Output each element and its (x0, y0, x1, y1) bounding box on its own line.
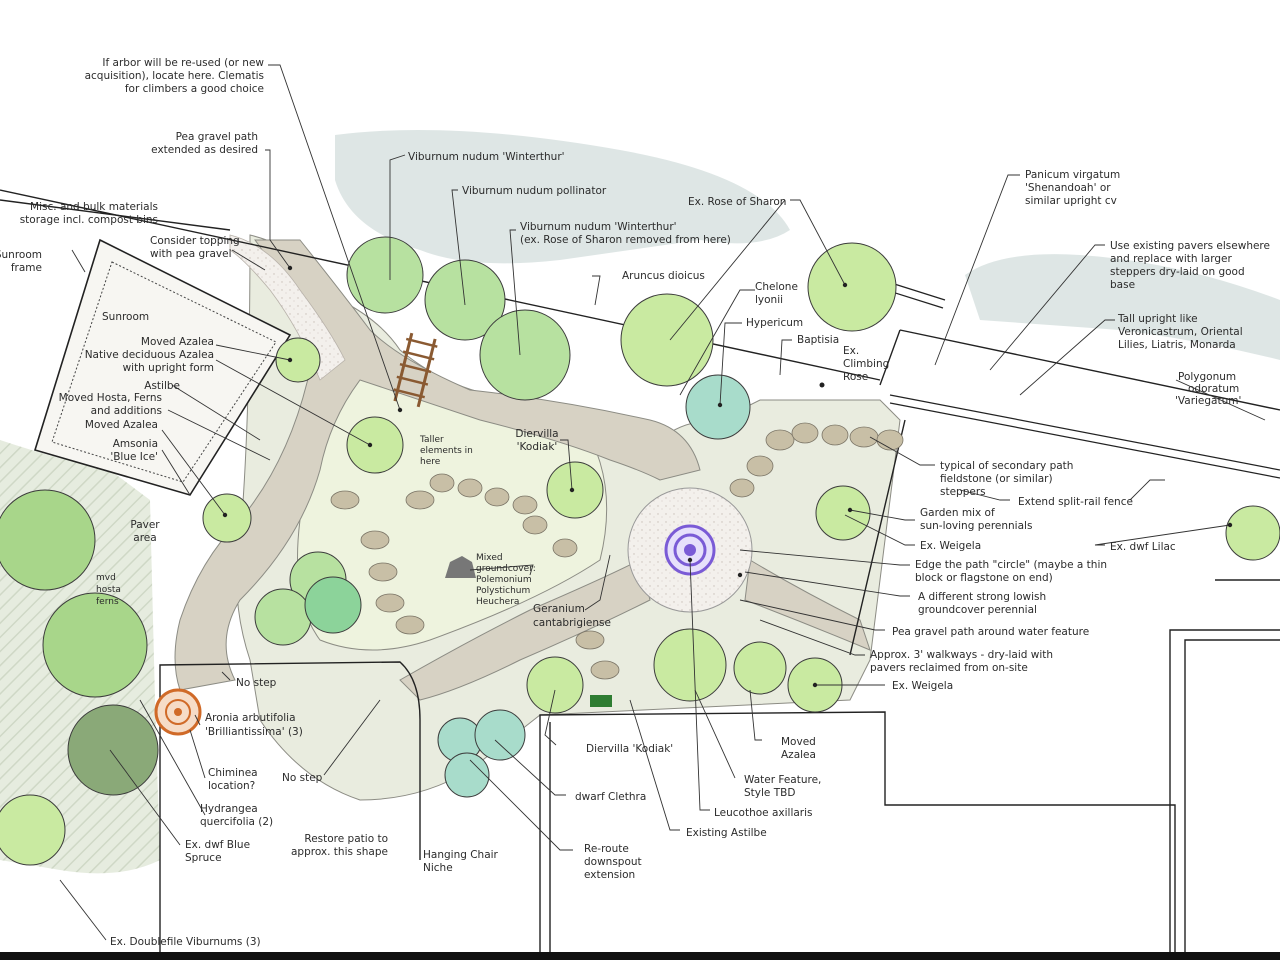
shade-wash-right (965, 254, 1280, 360)
label-dwarf-clethra: dwarf Clethra (575, 791, 646, 803)
label-extend-fence: Extend split-rail fence (1018, 496, 1133, 508)
label-baptisia: Baptisia (797, 334, 839, 346)
groundcover-mound (445, 556, 476, 578)
right-path (744, 559, 871, 651)
label-ex-rose-sharon: Ex. Rose of Sharon (688, 196, 786, 208)
label-no-step-1: No step (236, 677, 277, 689)
label-moved-azalea-1: Moved Azalea (141, 336, 214, 348)
label-viburnum-2: Viburnum nudum 'Winterthur'(ex. Rose of … (520, 221, 731, 246)
shrubs (0, 236, 1280, 866)
label-sunroom: Sunroom (102, 311, 149, 323)
label-sunroom-frame: Sunroomframe (0, 249, 42, 274)
leader-lines (59, 64, 1266, 941)
label-viburnum-pollinator: Viburnum nudum pollinator (462, 185, 607, 197)
label-no-step-2: No step (282, 772, 323, 784)
chiminea (154, 688, 202, 736)
bottom-edge-bar (0, 952, 1280, 960)
label-ex-weigela-1: Ex. Weigela (920, 540, 981, 552)
leader-dots (222, 265, 1233, 688)
label-aronia: Aronia arbutifolia'Brilliantissima' (3) (205, 712, 303, 738)
label-leucothoe: Leucothoe axillaris (714, 807, 813, 819)
label-diervilla-bottom: Diervilla 'Kodiak' (586, 743, 673, 755)
stepping-stones (330, 422, 904, 680)
label-aruncus: Aruncus dioicus (622, 270, 705, 282)
label-ex-dwf-lilac: Ex. dwf Lilac (1110, 541, 1176, 553)
label-hypericum: Hypericum (746, 317, 803, 329)
label-astilbe: Astilbe (144, 380, 180, 392)
label-moved-azalea-2: Moved Azalea (85, 419, 158, 431)
label-ex-weigela-2: Ex. Weigela (892, 680, 953, 692)
label-viburnum-1: Viburnum nudum 'Winterthur' (408, 151, 565, 163)
label-pea-gravel-water: Pea gravel path around water feature (892, 626, 1089, 638)
water-feature (664, 524, 716, 576)
label-ex-doublefile: Ex. Doublefile Viburnums (3) (110, 936, 261, 948)
arbor (393, 332, 438, 408)
label-amsonia: Amsonia'Blue Ice' (110, 438, 158, 463)
label-existing-astilbe: Existing Astilbe (686, 827, 767, 839)
downspout-extension (590, 695, 612, 707)
label-diervilla-top: Diervilla'Kodiak' (515, 428, 558, 453)
pea-gravel-extension (229, 234, 346, 381)
label-water-feature: Water Feature,Style TBD (744, 774, 821, 799)
shade-wash-top (335, 130, 790, 264)
